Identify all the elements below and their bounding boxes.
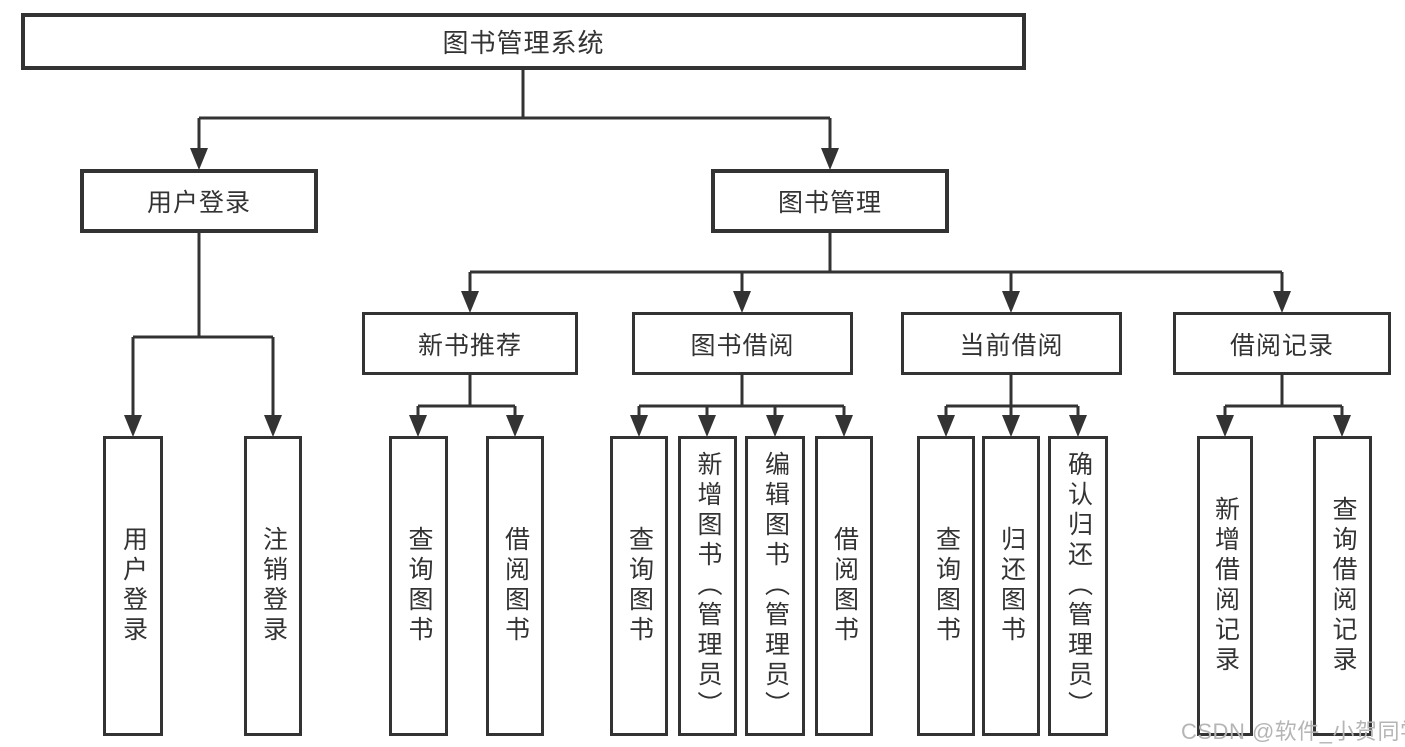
node-label: 新增借阅记录 — [1211, 496, 1240, 676]
arrowhead-icon — [1333, 415, 1351, 437]
node-book-management: 图书管理 — [711, 169, 949, 233]
arrowhead-icon — [506, 415, 524, 437]
node-leaf-query-borrow-record: 查询借阅记录 — [1313, 436, 1372, 736]
node-new-book-recommend: 新书推荐 — [362, 312, 578, 375]
arrowhead-icon — [1002, 291, 1020, 313]
arrowhead-icon — [733, 291, 751, 313]
node-label: 图书管理 — [777, 189, 882, 217]
arrowhead-icon — [264, 415, 282, 437]
node-user-login: 用户登录 — [80, 169, 318, 233]
arrowhead-icon — [821, 148, 839, 170]
node-leaf-query-books-recommend: 查询图书 — [389, 436, 448, 736]
node-leaf-confirm-return-admin: 确认归还（管理员） — [1048, 436, 1108, 736]
node-library-management-system: 图书管理系统 — [21, 13, 1026, 70]
node-label: 图书借阅 — [690, 331, 795, 360]
node-leaf-edit-book-admin: 编辑图书（管理员） — [745, 436, 805, 736]
node-label: 查询图书 — [625, 526, 654, 646]
node-leaf-return-books: 归还图书 — [982, 436, 1040, 736]
connector-lines — [131, 68, 1344, 417]
connector-arrowheads — [124, 148, 1351, 437]
node-label: 当前借阅 — [959, 331, 1064, 360]
node-label: 注销登录 — [259, 526, 288, 646]
arrowhead-icon — [1069, 415, 1087, 437]
arrowhead-icon — [698, 415, 716, 437]
arrowhead-icon — [937, 415, 955, 437]
arrowhead-icon — [461, 291, 479, 313]
node-label: 确认归还（管理员） — [1064, 451, 1093, 721]
node-current-borrow: 当前借阅 — [901, 312, 1122, 375]
node-label: 用户登录 — [146, 189, 251, 217]
node-label: 新增图书（管理员） — [694, 451, 722, 721]
node-label: 用户登录 — [119, 526, 148, 646]
node-leaf-user-login: 用户登录 — [103, 436, 163, 736]
csdn-watermark: CSDN @软件_小贺同学 — [1181, 719, 1405, 744]
node-label: 查询借阅记录 — [1329, 496, 1357, 676]
node-leaf-borrow-books-recommend: 借阅图书 — [486, 436, 544, 736]
arrowhead-icon — [766, 415, 784, 437]
arrowhead-icon — [1273, 291, 1291, 313]
node-leaf-add-borrow-record: 新增借阅记录 — [1197, 436, 1253, 736]
node-leaf-query-books-current: 查询图书 — [917, 436, 975, 736]
node-label: 查询图书 — [405, 526, 433, 646]
node-label: 借阅记录 — [1229, 331, 1334, 360]
node-leaf-borrow-books: 借阅图书 — [815, 436, 873, 736]
node-label: 图书管理系统 — [442, 28, 605, 58]
arrowhead-icon — [190, 148, 208, 170]
node-label: 查询图书 — [932, 526, 961, 646]
node-leaf-logout: 注销登录 — [244, 436, 302, 736]
arrowhead-icon — [835, 415, 853, 437]
node-label: 新书推荐 — [417, 331, 522, 360]
node-label: 编辑图书（管理员） — [761, 451, 790, 721]
arrowhead-icon — [1216, 415, 1234, 437]
arrowhead-icon — [630, 415, 648, 437]
node-book-borrow: 图书借阅 — [632, 312, 853, 375]
arrowhead-icon — [409, 415, 427, 437]
arrowhead-icon — [124, 415, 142, 437]
node-leaf-add-book-admin: 新增图书（管理员） — [678, 436, 737, 736]
node-label: 借阅图书 — [501, 526, 530, 646]
node-label: 归还图书 — [997, 526, 1026, 646]
node-leaf-query-books-borrow: 查询图书 — [610, 436, 668, 736]
arrowhead-icon — [1002, 415, 1020, 437]
node-label: 借阅图书 — [830, 526, 859, 646]
node-borrow-records: 借阅记录 — [1173, 312, 1391, 375]
